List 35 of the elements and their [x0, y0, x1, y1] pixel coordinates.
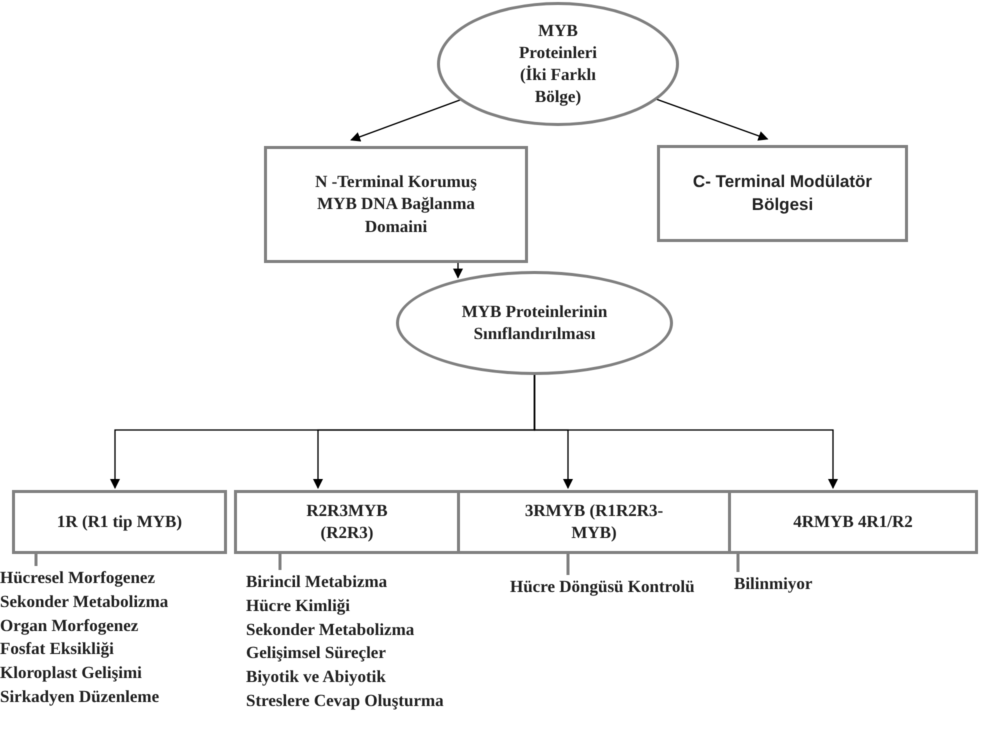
node-label: 4RMYB 4R1/R2 — [793, 510, 913, 533]
function-text: Birincil Metabizma — [246, 571, 388, 593]
arrow — [656, 98, 768, 141]
connector-line — [566, 554, 570, 575]
arrow — [350, 99, 461, 142]
node-label: C- Terminal Modülatör Bölgesi — [692, 171, 874, 216]
category-box — [728, 490, 978, 554]
node-label: 3RMYB (R1R2R3-MYB) — [524, 500, 664, 544]
node-label: MYB Proteinlerinin Sınıflandırılması — [460, 300, 608, 345]
category-box — [457, 490, 731, 554]
function-text: Sekonder Metabolizma — [246, 618, 416, 641]
node-label: N -Terminal Korumuş MYB DNA Bağlanma Domaini — [314, 171, 478, 238]
function-text: Bilinmiyor — [734, 573, 814, 595]
function-text: Organ Morfogenez — [0, 614, 140, 637]
function-text: Gelişimsel Süreçler — [246, 642, 387, 664]
arrow — [534, 375, 838, 489]
function-text: Sekonder Metabolizma — [0, 590, 170, 613]
category-box — [234, 490, 460, 554]
function-text: Hücre Döngüsü Kontrolü — [510, 576, 696, 598]
connector-line — [34, 554, 38, 566]
function-text: Hücre Kimliği — [246, 594, 352, 617]
connector-line — [278, 554, 282, 570]
function-text: Hücresel Morfogenez — [0, 567, 156, 589]
node-label: MYB Proteinleri (İki Farklı Bölge) — [518, 20, 598, 108]
connector-line — [736, 554, 740, 572]
function-text: Sirkadyen Düzenleme — [0, 686, 160, 708]
function-text: Biyotik ve Abiyotik Streslere Cevap Oluşturma — [246, 666, 445, 712]
arrow — [453, 263, 463, 279]
node-label: 1R (R1 tip MYB) — [56, 510, 182, 533]
function-text: Fosfat Eksikliği — [0, 638, 115, 660]
node-label: R2R3MYB (R2R3) — [305, 500, 389, 544]
category-box — [657, 145, 908, 242]
function-text: Kloroplast Gelişimi — [0, 662, 143, 684]
category-box — [264, 146, 528, 263]
category-box — [12, 490, 227, 554]
